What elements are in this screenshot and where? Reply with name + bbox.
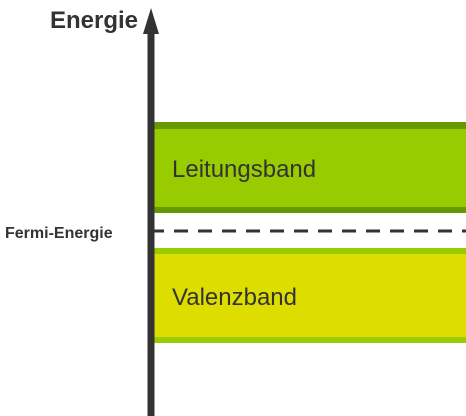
conduction-band-label: Leitungsband [172,156,316,183]
fermi-level: Fermi-Energie [5,225,466,242]
valence-band-body [154,248,466,343]
conduction-band-body [154,122,466,213]
valence-band-top-edge [154,248,466,254]
energy-axis: Energie [50,7,159,416]
conduction-band: Leitungsband [154,122,466,213]
valence-band-label: Valenzband [172,284,297,311]
conduction-band-bottom-edge [154,207,466,213]
valence-band-bottom-edge [154,337,466,343]
fermi-level-label: Fermi-Energie [5,225,113,242]
energy-axis-label: Energie [50,7,138,34]
energy-axis-arrowhead-icon [143,8,159,34]
energy-axis-line [147,30,155,416]
conduction-band-top-edge [154,122,466,129]
valence-band: Valenzband [154,248,466,343]
